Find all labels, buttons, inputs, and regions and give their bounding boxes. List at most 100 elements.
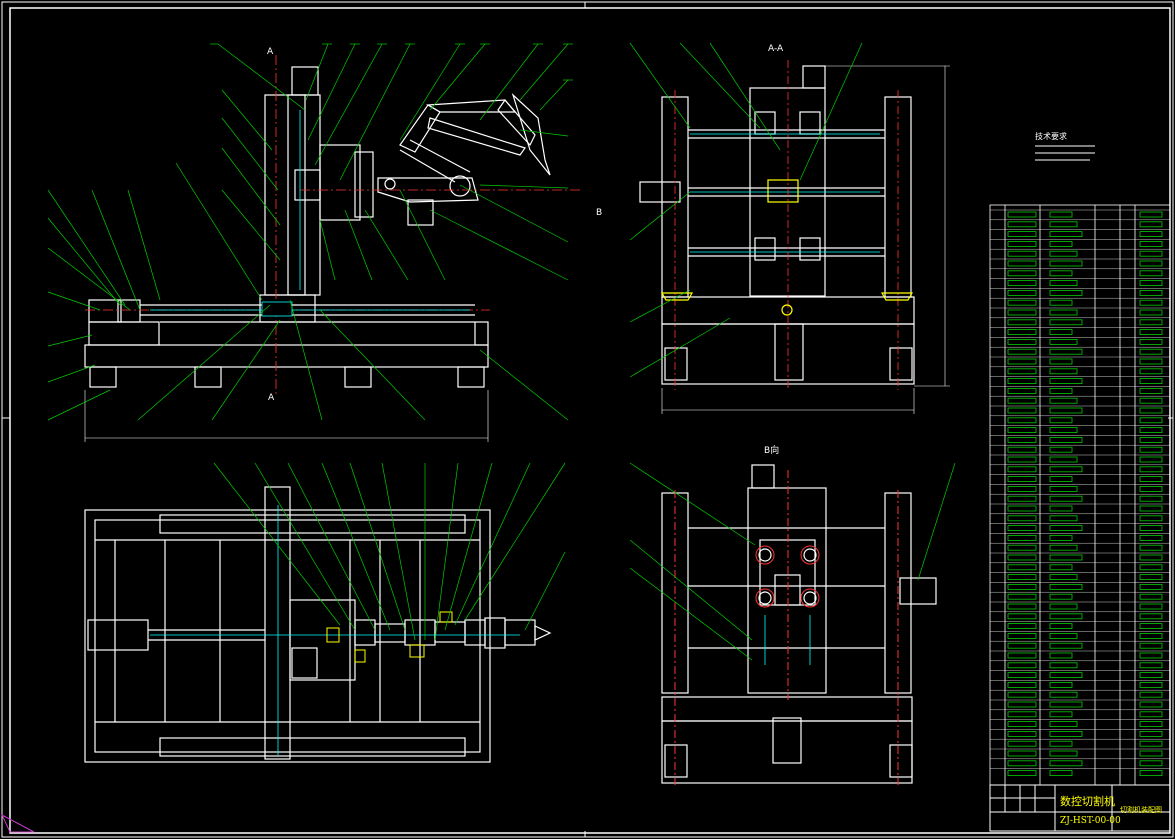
bom-cell-mark [1007,731,1037,737]
bom-cell-mark [1049,750,1078,757]
bom-cell-mark [1139,407,1163,414]
bom-cell-mark [1139,211,1163,218]
bom-cell-mark [1049,535,1073,541]
bom-cell-mark [1139,397,1163,404]
section-label-b: B [596,208,603,218]
bom-cell-mark [1139,691,1163,698]
bom-cell-mark [1049,642,1083,649]
bom-cell-mark [1049,691,1078,698]
bom-cell-mark [1007,711,1037,718]
bom-cell-mark [1007,319,1037,326]
bom-cell-mark [1049,368,1078,375]
bom-cell-mark [1139,456,1163,463]
view-label-aa: A-A [768,44,784,54]
bom-cell-mark [1139,466,1163,473]
bom-cell-mark [1139,329,1163,336]
bom-cell-mark [1049,554,1083,561]
bom-cell-mark [1007,289,1037,296]
bom-cell-mark [1007,417,1037,424]
bom-cell-mark [1007,466,1037,473]
bom-cell-mark [1139,574,1163,580]
front-view-dimension [84,390,489,442]
bom-cell-mark [1049,221,1078,228]
bom-cell-mark [1139,770,1163,776]
bom-cell-mark [1049,407,1083,414]
bom-cell-mark [1007,280,1037,287]
bom-cell-mark [1049,211,1073,218]
bom-cell-mark [1139,760,1163,767]
bom-cell-mark [1139,613,1163,620]
bom-cell-mark [1007,574,1037,580]
top-view-hidden [150,505,520,755]
bom-cell-mark [1007,535,1037,541]
bom-cell-mark [1139,525,1163,531]
section-aa-dimensions [661,65,950,414]
bom-cell-mark [1139,387,1163,394]
bom-cell-mark [1139,662,1163,669]
bom-cell-mark [1007,564,1037,571]
bom-cell-mark [1007,446,1037,453]
bom-cell-mark [1139,505,1163,512]
bom-cell-mark [1049,299,1073,306]
bom-cell-mark [1139,485,1163,492]
bom-cell-mark [1049,662,1078,669]
front-view [84,66,551,388]
bom-cell-mark [1049,584,1083,590]
bom-cell-mark [1139,289,1163,296]
bom-rows [990,209,1170,776]
tech-requirements-block [1035,145,1095,161]
bom-cell-mark [1139,603,1163,610]
bom-cell-mark [1049,740,1073,747]
bom-cell-mark [1049,387,1073,394]
bom-cell-mark [1049,436,1083,443]
bom-cell-mark [1139,554,1163,561]
bom-cell-mark [1007,309,1037,316]
bom-cell-mark [1049,682,1073,688]
bom-cell-mark [1049,309,1078,316]
front-view-leaders [47,43,573,421]
bom-cell-mark [1049,770,1073,776]
bom-cell-mark [1139,221,1163,228]
bom-cell-mark [1049,593,1073,600]
bom-cell-mark [1139,250,1163,257]
title-block-title: 数控切割机 [1060,795,1115,808]
view-label-b: B向 [764,446,780,456]
bom-cell-mark [1049,466,1083,473]
front-view-hidden [150,110,470,317]
b-direction-view [661,464,937,784]
bom-cell-mark [1007,240,1037,247]
bom-table [989,204,1171,786]
bom-cell-mark [1049,485,1078,492]
bom-cell-mark [1007,299,1037,306]
bom-cell-mark [1007,672,1037,678]
bom-cell-mark [1007,603,1037,610]
drawing-border-inner [9,7,1171,834]
b-view-leaders [629,462,956,661]
bom-cell-mark [1139,535,1163,541]
bom-cell-mark [1139,270,1163,277]
bom-cell-mark [1007,270,1037,277]
bom-cell-mark [1049,231,1083,238]
bom-cell-mark [1007,593,1037,600]
bom-cell-mark [1049,358,1073,365]
bom-cell-mark [1007,485,1037,492]
bom-cell-mark [1139,740,1163,747]
bom-cell-mark [1139,495,1163,502]
bom-cell-mark [1007,260,1037,267]
bom-cell-mark [1007,329,1037,336]
bom-cell-mark [1007,211,1037,218]
bom-cell-mark [1007,515,1037,522]
bom-cell-mark [1007,407,1037,414]
bom-cell-mark [1139,515,1163,522]
top-view-leaders [213,462,566,641]
bom-cell-mark [1139,652,1163,659]
bom-cell-mark [1049,280,1078,287]
bom-cell-mark [1007,633,1037,639]
bom-cell-mark [1139,348,1163,355]
bom-cell-mark [1007,760,1037,767]
tech-requirements-title: 技术要求 [1035,132,1067,141]
bom-cell-mark [1007,652,1037,659]
bom-cell-mark [1049,652,1073,659]
bom-cell-mark [1139,427,1163,434]
